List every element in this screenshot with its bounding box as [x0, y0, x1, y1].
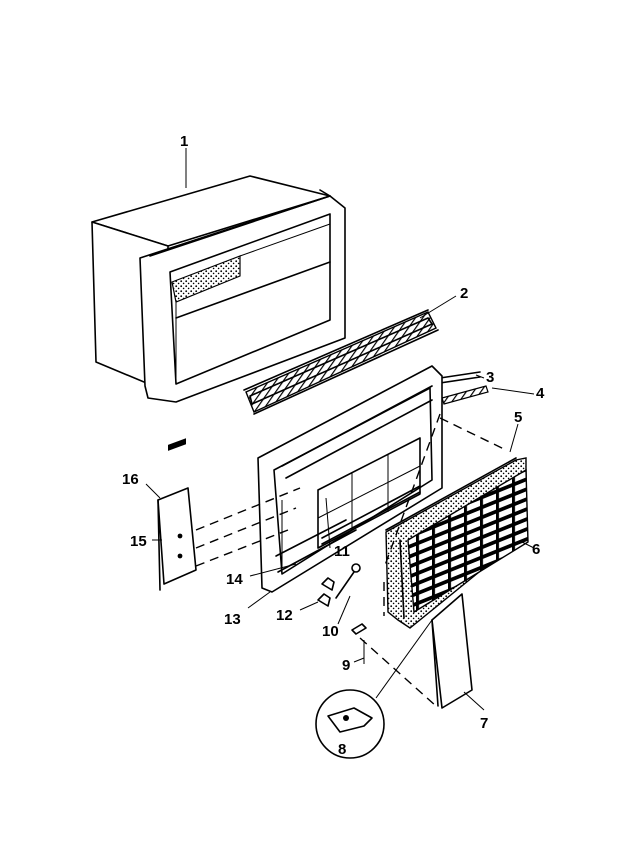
cabinet-sleeve: [91, 175, 346, 403]
label-11: 11: [334, 543, 350, 560]
louver-assembly: [243, 309, 439, 415]
control-bracket: [157, 438, 197, 591]
air-filter-grille: [385, 457, 529, 629]
label-5: 5: [514, 409, 522, 426]
part-11-rod: [321, 485, 421, 545]
label-15: 15: [130, 533, 147, 550]
clips-and-screws: [317, 563, 367, 635]
label-14: 14: [226, 571, 243, 588]
label-7: 7: [480, 715, 488, 732]
side-panel: [431, 593, 473, 709]
part-labels: 1 2 3 4 5 6 7 8 9 10 11 12 13 14 15 16: [122, 133, 545, 758]
assembly-guide-lines: [195, 413, 507, 707]
label-9: 9: [342, 657, 350, 674]
label-10: 10: [322, 623, 339, 640]
front-frame: [257, 365, 443, 593]
label-1: 1: [180, 133, 188, 150]
rod-parts: [439, 371, 489, 405]
label-3: 3: [486, 369, 494, 386]
label-12: 12: [276, 607, 293, 624]
label-4: 4: [536, 385, 545, 402]
label-2: 2: [460, 285, 468, 302]
label-8: 8: [338, 741, 346, 758]
label-6: 6: [532, 541, 540, 558]
detail-callout-8: [315, 689, 385, 759]
label-16: 16: [122, 471, 139, 488]
leader-lines: [145, 148, 535, 711]
label-13: 13: [224, 611, 241, 628]
